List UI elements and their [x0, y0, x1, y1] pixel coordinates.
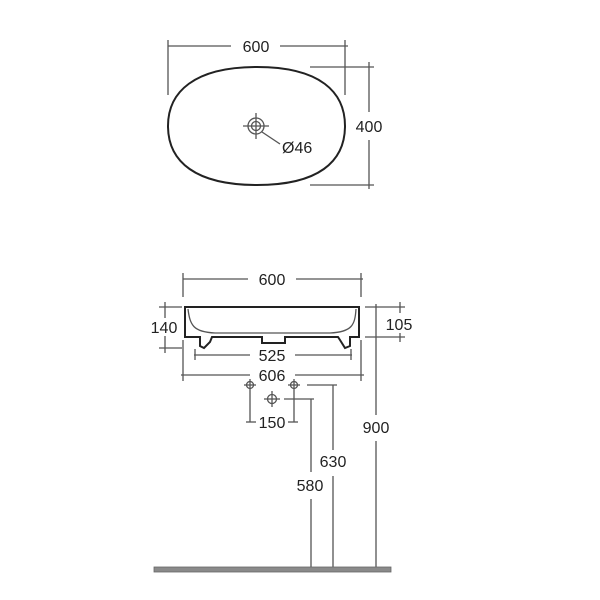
front-width-dimension	[182, 273, 363, 297]
tap-spacing-label: 150	[259, 415, 286, 432]
top-depth-label: 400	[356, 119, 383, 136]
feet-span-dimension	[194, 349, 352, 360]
tap-height-label: 630	[320, 454, 347, 471]
waste-height-dimension	[284, 398, 314, 568]
overall-width-label: 606	[259, 368, 286, 385]
top-width-label: 600	[243, 39, 270, 56]
inner-height-dimension	[365, 302, 405, 342]
top-view: Ø46 600 400	[166, 39, 383, 189]
top-depth-dimension	[310, 62, 374, 189]
inner-height-label: 105	[386, 317, 413, 334]
basin-inner-curve	[187, 308, 357, 334]
top-height-label: 900	[363, 420, 390, 437]
floor-line	[153, 566, 392, 573]
tap-height-dimension	[307, 384, 337, 568]
waste-height-label: 580	[297, 478, 324, 495]
overall-width-dimension	[181, 340, 364, 381]
basin-outline-front	[184, 306, 360, 350]
height-dimension	[159, 302, 182, 353]
waste-diameter-label: Ø46	[282, 140, 312, 157]
height-label: 140	[151, 320, 178, 337]
front-view: 600 140 105 525	[151, 272, 413, 573]
front-width-label: 600	[259, 272, 286, 289]
waste-leader	[261, 131, 281, 145]
tap-hole-symbols	[244, 379, 300, 422]
feet-span-label: 525	[259, 348, 286, 365]
waste-symbol	[243, 113, 269, 139]
